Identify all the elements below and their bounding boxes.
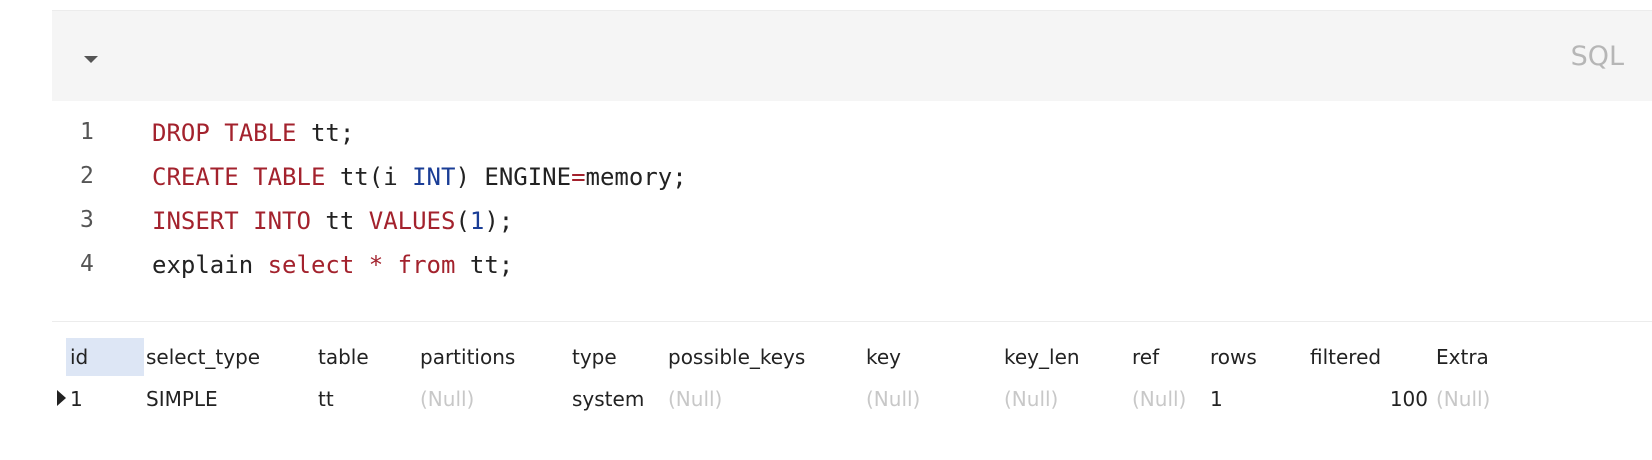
line-number: 4 [80, 251, 94, 277]
cell-extra[interactable]: (Null) [1436, 387, 1491, 411]
code-token: INTO [253, 207, 311, 235]
code-area[interactable]: 1 DROP TABLE tt; 2 CREATE TABLE tt(i INT) E… [52, 115, 1652, 291]
column-header-key[interactable]: key [866, 345, 902, 369]
cell-key-len[interactable]: (Null) [1004, 387, 1059, 411]
column-header-possible-keys[interactable]: possible_keys [668, 345, 806, 369]
column-header-partitions[interactable]: partitions [420, 345, 516, 369]
code-text: INSERT INTO tt VALUES(1); [152, 207, 513, 235]
editor-header: SQL [52, 11, 1652, 101]
sql-editor-panel: SQL 1 DROP TABLE tt; 2 CREATE TABLE tt(i IN… [52, 10, 1652, 322]
column-header-ref[interactable]: ref [1132, 345, 1160, 369]
code-text: DROP TABLE tt; [152, 119, 354, 147]
cell-partitions[interactable]: (Null) [420, 387, 475, 411]
code-token: select [267, 251, 355, 279]
column-header-select-type[interactable]: select_type [146, 345, 261, 369]
code-token: CREATE [152, 163, 239, 191]
code-token [383, 251, 397, 279]
cell-ref[interactable]: (Null) [1132, 387, 1187, 411]
code-token: ( [455, 207, 470, 235]
column-header-key-len[interactable]: key_len [1004, 345, 1080, 369]
cell-table[interactable]: tt [318, 387, 334, 411]
cell-rows[interactable]: 1 [1210, 387, 1223, 411]
code-token: memory; [585, 163, 687, 191]
column-header-id[interactable]: id [66, 338, 144, 376]
column-header-type[interactable]: type [572, 345, 617, 369]
code-text: explain select * from tt; [152, 251, 513, 279]
cell-key[interactable]: (Null) [866, 387, 921, 411]
current-row-indicator-icon [57, 390, 66, 406]
cell-possible-keys[interactable]: (Null) [668, 387, 723, 411]
code-token: ) ENGINE [455, 163, 572, 191]
code-line[interactable]: 2 CREATE TABLE tt(i INT) ENGINE=memory; [52, 159, 1652, 203]
cell-type[interactable]: system [572, 387, 645, 411]
code-token [210, 119, 224, 147]
code-token: = [571, 163, 586, 191]
table-row[interactable]: 1 SIMPLE tt (Null) system (Null) (Null) (Null) (… [52, 380, 1652, 418]
code-line[interactable]: 1 DROP TABLE tt; [52, 115, 1652, 159]
code-token: tt [310, 207, 369, 235]
code-token: DROP [152, 119, 210, 147]
code-text: CREATE TABLE tt(i INT) ENGINE=memory; [152, 163, 687, 191]
line-number: 1 [80, 119, 94, 145]
code-line[interactable]: 3 INSERT INTO tt VALUES(1); [52, 203, 1652, 247]
code-token: from [397, 251, 456, 279]
code-token [239, 207, 253, 235]
column-header-filtered[interactable]: filtered [1310, 345, 1382, 369]
cell-filtered[interactable]: 100 [1389, 387, 1428, 411]
code-token [354, 251, 368, 279]
code-token: tt(i [325, 163, 413, 191]
code-token: TABLE [253, 163, 326, 191]
code-token: tt; [455, 251, 514, 279]
code-token: VALUES [368, 207, 456, 235]
code-token: TABLE [224, 119, 297, 147]
line-number: 2 [80, 163, 94, 189]
collapse-caret-icon[interactable] [82, 49, 102, 69]
column-header-table[interactable]: table [318, 345, 369, 369]
code-token: ); [484, 207, 514, 235]
code-token: INT [412, 163, 456, 191]
code-token: 1 [469, 207, 485, 235]
code-token: tt; [296, 119, 355, 147]
cell-select-type[interactable]: SIMPLE [146, 387, 218, 411]
language-label: SQL [1570, 41, 1624, 72]
code-token [239, 163, 253, 191]
code-line[interactable]: 4 explain select * from tt; [52, 247, 1652, 291]
code-token: explain [152, 251, 268, 279]
column-header-extra[interactable]: Extra [1436, 345, 1489, 369]
code-token: INSERT [152, 207, 239, 235]
cell-id[interactable]: 1 [70, 387, 83, 411]
line-number: 3 [80, 207, 94, 233]
column-header-rows[interactable]: rows [1210, 345, 1257, 369]
code-token: * [368, 251, 384, 279]
